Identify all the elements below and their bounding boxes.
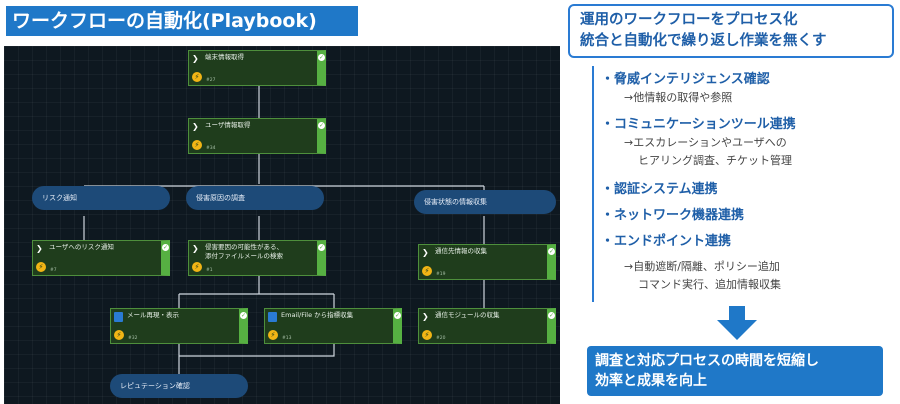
workflow-node[interactable]: ❯ 端末情報取得 ⚡ #27 ✓ bbox=[188, 50, 326, 86]
check-icon: ✓ bbox=[318, 122, 325, 129]
chevron-icon: ❯ bbox=[192, 122, 199, 131]
arrow-down-icon bbox=[717, 306, 757, 340]
check-icon: ✓ bbox=[318, 244, 325, 251]
check-icon: ✓ bbox=[318, 54, 325, 61]
bolt-icon: ⚡ bbox=[114, 330, 124, 340]
chevron-icon: ❯ bbox=[422, 248, 429, 257]
bolt-icon: ⚡ bbox=[422, 330, 432, 340]
page-title: ワークフローの自動化(Playbook) bbox=[6, 6, 358, 36]
check-icon: ✓ bbox=[548, 248, 555, 255]
workflow-node[interactable]: ❯ 侵害要因の可能性がある、 添付ファイルメールの検索 ⚡ #1 ✓ bbox=[188, 240, 326, 276]
chevron-icon: ❯ bbox=[422, 312, 429, 321]
section-pill[interactable]: レピュテーション確認 bbox=[110, 374, 248, 398]
book-icon bbox=[268, 312, 277, 322]
bullet-sub: コマンド実行、追加情報収集 bbox=[638, 278, 781, 291]
check-icon: ✓ bbox=[240, 312, 247, 319]
workflow-node[interactable]: ❯ 通信モジュールの収集 ⚡ #20 ✓ bbox=[418, 308, 556, 344]
section-pill[interactable]: 侵害状態の情報収集 bbox=[414, 190, 556, 214]
workflow-node[interactable]: ❯ ユーザへのリスク通知 ⚡ #7 ✓ bbox=[32, 240, 170, 276]
chevron-icon: ❯ bbox=[192, 244, 199, 253]
bolt-icon: ⚡ bbox=[36, 262, 46, 272]
workflow-node[interactable]: ❯ ユーザ情報取得 ⚡ #34 ✓ bbox=[188, 118, 326, 154]
playbook-canvas[interactable]: ❯ 端末情報取得 ⚡ #27 ✓ ❯ ユーザ情報取得 ⚡ #34 ✓ リスク通知… bbox=[4, 46, 560, 404]
bullet-sub: →他情報の取得や参照 bbox=[624, 91, 733, 104]
chevron-icon: ❯ bbox=[192, 54, 199, 63]
bullet-sub: →自動遮断/隔離、ポリシー追加 bbox=[624, 260, 780, 273]
result-box: 調査と対応プロセスの時間を短縮し 効率と成果を向上 bbox=[587, 346, 883, 396]
bolt-icon: ⚡ bbox=[422, 266, 432, 276]
summary-header: 運用のワークフローをプロセス化 統合と自動化で繰り返し作業を無くす bbox=[568, 4, 894, 58]
check-icon: ✓ bbox=[162, 244, 169, 251]
workflow-node[interactable]: ❯ 通信先情報の収集 ⚡ #19 ✓ bbox=[418, 244, 556, 280]
bullet-sub: ヒアリング調査、チケット管理 bbox=[638, 154, 792, 167]
bolt-icon: ⚡ bbox=[192, 72, 202, 82]
chevron-icon: ❯ bbox=[36, 244, 43, 253]
section-pill[interactable]: 侵害原因の調査 bbox=[186, 186, 324, 210]
check-icon: ✓ bbox=[394, 312, 401, 319]
bolt-icon: ⚡ bbox=[192, 262, 202, 272]
bullet-item: ・脅威インテリジェンス確認 bbox=[601, 72, 770, 87]
section-pill[interactable]: リスク通知 bbox=[32, 186, 170, 210]
bullet-item: ・ネットワーク機器連携 bbox=[601, 208, 745, 223]
bullet-item: ・エンドポイント連携 bbox=[601, 234, 732, 249]
check-icon: ✓ bbox=[548, 312, 555, 319]
bolt-icon: ⚡ bbox=[192, 140, 202, 150]
workflow-node[interactable]: メール再現・表示 ⚡ #32 ✓ bbox=[110, 308, 248, 344]
bullet-sub: →エスカレーションやユーザへの bbox=[624, 136, 787, 149]
bullet-item: ・コミュニケーションツール連携 bbox=[601, 117, 796, 132]
bracket-line bbox=[592, 66, 594, 302]
workflow-node[interactable]: Email/File から指標収集 ⚡ #13 ✓ bbox=[264, 308, 402, 344]
bullet-item: ・認証システム連携 bbox=[601, 182, 718, 197]
bolt-icon: ⚡ bbox=[268, 330, 278, 340]
book-icon bbox=[114, 312, 123, 322]
connector-lines bbox=[83, 86, 485, 374]
